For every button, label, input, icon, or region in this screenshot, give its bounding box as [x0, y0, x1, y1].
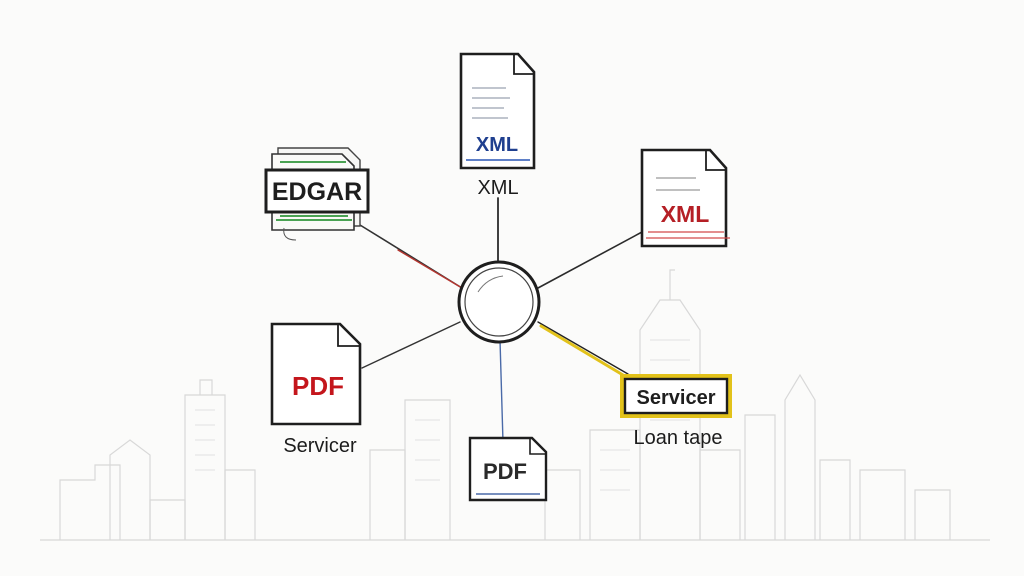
servicer-label-box-yellow — [620, 374, 732, 418]
xml-top-caption: XML — [477, 177, 518, 199]
servicer-caption: Loan tape — [634, 427, 723, 449]
node-servicer: Servicer Loan tape — [620, 374, 732, 449]
hub-circle — [457, 260, 541, 344]
xml-document-icon — [459, 52, 536, 170]
xml-right-red-lines — [646, 231, 730, 239]
xml-document-icon — [640, 148, 728, 248]
skyline-windows — [195, 339, 690, 491]
edgar-label: EDGAR — [272, 178, 362, 206]
node-edgar: EDGAR — [264, 147, 370, 241]
spokes — [359, 197, 643, 443]
xml-doc-fold — [513, 54, 534, 75]
skyline-background — [40, 269, 990, 541]
spoke-pdf-bottom — [499, 339, 504, 443]
servicer-label: Servicer — [637, 387, 716, 409]
hub — [457, 260, 541, 344]
edgar-label-box — [264, 168, 370, 214]
pdf-bottom-tag: PDF — [483, 459, 527, 484]
node-pdf-left: PDF Servicer — [270, 322, 362, 457]
pdf-document-icon — [468, 436, 548, 502]
spoke-xml-right — [537, 231, 643, 289]
xml-right-lines — [656, 177, 700, 191]
pdf-left-tag: PDF — [292, 371, 344, 401]
xml-right-tag: XML — [661, 201, 710, 227]
hub-sketch-mark — [477, 275, 504, 293]
servicer-label-box — [623, 377, 729, 415]
node-xml-right: XML — [640, 148, 730, 248]
spoke-servicer — [537, 321, 629, 375]
spoke-servicer-yellow — [539, 324, 630, 380]
xml-right-fold — [705, 150, 726, 171]
pdf-bottom-fold — [529, 438, 546, 455]
spoke-pdf-left — [361, 321, 461, 369]
pdf-left-fold — [337, 324, 360, 347]
pdf-document-icon — [270, 322, 362, 426]
pdf-left-caption: Servicer — [283, 435, 357, 457]
node-xml-top: XML XML — [459, 52, 536, 199]
node-pdf-bottom: PDF — [468, 436, 548, 502]
spoke-edgar-red — [397, 249, 463, 289]
xml-top-tag: XML — [476, 134, 518, 156]
xml-doc-lines — [472, 87, 510, 119]
hub-circle-inner — [464, 267, 534, 337]
